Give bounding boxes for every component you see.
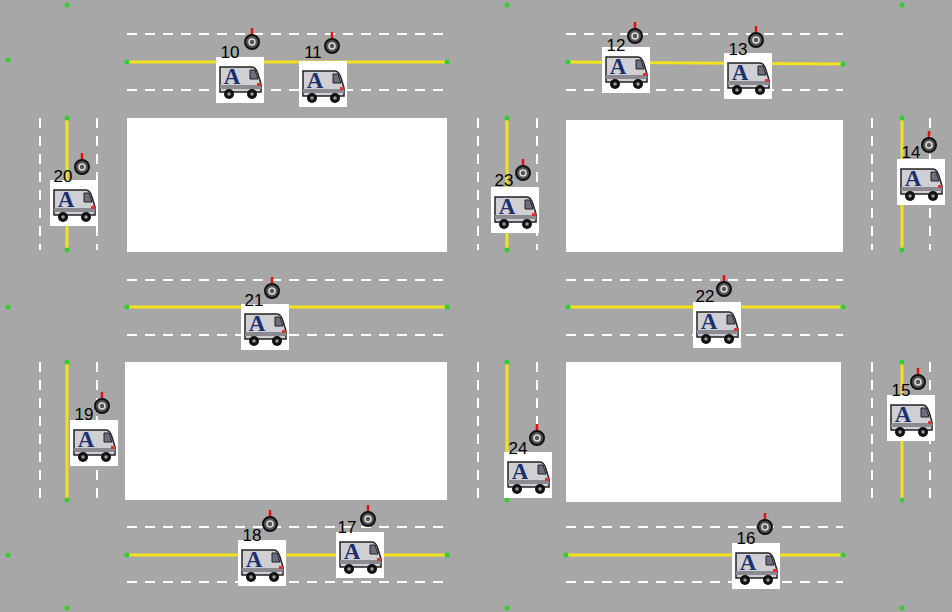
van-icon	[50, 180, 98, 226]
van-icon	[732, 543, 780, 589]
target-marker	[530, 424, 544, 445]
target-marker	[749, 26, 763, 47]
callout-number: 16	[737, 530, 756, 547]
van-logo: A	[58, 188, 75, 211]
van-icon	[887, 395, 935, 441]
target-marker	[361, 505, 375, 526]
van-logo: A	[895, 403, 912, 426]
target-marker	[911, 368, 925, 389]
van-logo: A	[499, 195, 516, 218]
callout-number: 11	[304, 44, 322, 61]
van-logo: A	[224, 65, 241, 88]
callout-number: 19	[75, 406, 94, 423]
target-marker	[758, 513, 772, 534]
center-lines	[67, 62, 902, 555]
callout-number: 21	[245, 292, 264, 309]
callout-number: 17	[338, 519, 357, 536]
van-icon	[724, 53, 772, 99]
van-icon	[602, 47, 650, 93]
van-icon	[70, 420, 118, 466]
callout-number: 18	[243, 527, 262, 544]
callout-number: 22	[696, 288, 715, 305]
van-icon	[336, 532, 384, 578]
target-marker	[516, 159, 530, 180]
van-icon	[241, 304, 289, 350]
callout-number: 24	[509, 440, 528, 457]
lane-lines	[40, 34, 930, 582]
target-marker	[245, 28, 259, 49]
callout-number: 23	[495, 172, 514, 189]
van-icon	[238, 540, 286, 586]
target-marker	[265, 277, 279, 298]
callout-number: 10	[221, 44, 240, 61]
city-blocks	[125, 118, 843, 502]
van-logo: A	[905, 167, 922, 190]
van-logo: A	[701, 310, 718, 333]
van-logo: A	[344, 540, 361, 563]
van-logo: A	[246, 548, 263, 571]
callout-number: 12	[607, 37, 626, 54]
target-marker	[628, 22, 642, 43]
van-icon	[897, 159, 945, 205]
van-logo: A	[78, 428, 95, 451]
van-logo: A	[740, 551, 757, 574]
callout-number: 20	[54, 168, 73, 185]
callout-number: 13	[729, 41, 748, 58]
target-marker	[95, 392, 109, 413]
van-icon	[299, 61, 347, 107]
van-icon	[693, 302, 741, 348]
callout-number: 14	[902, 144, 921, 161]
van-icon	[504, 452, 552, 498]
callout-number: 15	[892, 382, 911, 399]
van-icon	[216, 57, 264, 103]
target-marker	[75, 153, 89, 174]
node-dots	[6, 3, 905, 611]
van-logo: A	[610, 55, 627, 78]
van-logo: A	[732, 61, 749, 84]
van-logo: A	[249, 312, 266, 335]
van-logo: A	[512, 460, 529, 483]
target-marker	[325, 32, 339, 53]
target-marker	[922, 131, 936, 152]
van-logo: A	[307, 69, 324, 92]
van-icon	[491, 187, 539, 233]
target-marker	[263, 510, 277, 531]
target-marker	[717, 275, 731, 296]
